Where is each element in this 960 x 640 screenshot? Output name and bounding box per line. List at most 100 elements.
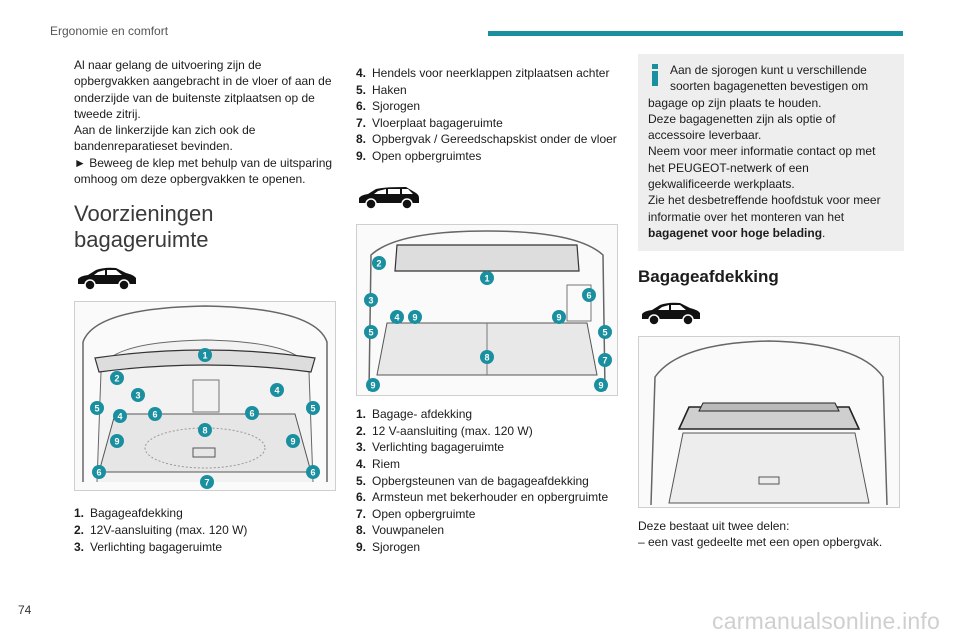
callout-badge: 9 [110,434,124,449]
callout-badge: 3 [131,388,145,403]
callout-badge: 2 [372,256,386,271]
svg-text:8: 8 [202,426,207,436]
list-item: 5.Haken [356,82,407,97]
callout-badge: 6 [306,465,320,480]
callout-badge: 6 [148,407,162,422]
cover-illustration [638,335,900,508]
list-item: 2.12V-aansluiting (max. 120 W) [74,522,248,537]
info-text: bagage op zijn plaats te houden. [648,95,822,110]
info-bold-term: bagagenet voor hoge belading [648,225,823,240]
callout-badge: 5 [598,325,612,340]
section-heading-bagageafdekking: Bagageafdekking [638,267,779,287]
trunk-drawing [368,230,606,392]
info-text: Zie het desbetreffende hoofdstuk voor me… [648,193,881,240]
svg-text:4: 4 [117,412,122,422]
trunk-illustration-suv: 1 2 3 4 4 5 5 6 6 6 6 7 8 9 9 [74,301,336,492]
column-middle: 4.Hendels voor neerklappen zitplaatsen a… [356,65,618,556]
svg-text:5: 5 [368,328,373,338]
svg-text:8: 8 [484,353,489,363]
svg-text:9: 9 [412,313,417,323]
svg-text:4: 4 [274,386,279,396]
svg-text:6: 6 [310,468,315,478]
svg-text:2: 2 [114,374,119,384]
cover-drawing [650,339,888,505]
intro-instruction: ► Beweeg de klep met behulp van de uitsp… [74,155,333,187]
list-item: 7.Vloerplaat bagageruimte [356,115,503,130]
callout-badge: 7 [598,353,612,368]
svg-text:9: 9 [114,437,119,447]
svg-text:7: 7 [602,356,607,366]
info-text: Neem voor meer informatie contact op met… [648,144,876,192]
info-text-first: Aan de sjorogen kunt u verschillende soo… [670,63,869,94]
callout-badge: 8 [198,423,212,438]
page-number: 74 [18,603,32,617]
legend-list-part2: 4.Hendels voor neerklappen zitplaatsen a… [356,65,618,164]
heading-line: bagageruimte [74,227,209,253]
list-item: 8.Opbergvak / Gereedschapskist onder de … [356,132,617,147]
svg-text:3: 3 [135,391,140,401]
callout-badge: 8 [480,350,494,365]
list-item: 1.Bagage- afdekking [356,407,473,422]
svg-text:3: 3 [368,296,373,306]
svg-text:5: 5 [94,404,99,414]
callout-badge: 5 [364,325,378,340]
column-right: Aan de sjorogen kunt u verschillende soo… [638,54,904,550]
callout-badges: 1 2 3 4 4 5 5 6 6 6 6 7 8 9 9 [90,348,320,490]
description-text: Deze bestaat uit twee delen: [638,518,790,533]
svg-text:9: 9 [556,313,561,323]
list-item: 6.Sjorogen [356,99,421,114]
info-box: Aan de sjorogen kunt u verschillende soo… [638,54,904,252]
callout-badge: 3 [364,293,378,308]
svg-text:1: 1 [202,351,207,361]
intro-paragraph: Aan de linkerzijde kan zich ook de bande… [74,123,256,154]
list-item: 3.Verlichting bagageruimte [356,440,505,455]
legend-list-part1: 1.Bagageafdekking 2.12V-aansluiting (max… [74,505,336,554]
car-suv-icon [78,268,136,292]
callout-badge: 5 [306,401,320,416]
svg-text:6: 6 [96,468,101,478]
callout-badge: 4 [113,409,127,424]
list-item: 2.12 V-aansluiting (max. 120 W) [356,423,533,438]
callout-badge: 2 [110,371,124,386]
intro-text: Al naar gelang de uitvoering zijn de opb… [74,57,336,187]
svg-text:2: 2 [376,259,381,269]
callout-badge: 7 [200,475,214,490]
callout-badge: 1 [198,348,212,363]
legend-list-estate: 1.Bagage- afdekking 2.12 V-aansluiting (… [356,406,618,555]
heading-line: Voorzieningen [74,201,214,227]
cover-description: Deze bestaat uit twee delen: – een vast … [638,518,904,551]
header-accent-bar [488,31,903,36]
callout-badge: 4 [270,383,284,398]
callout-badge: 5 [90,401,104,416]
svg-text:5: 5 [310,404,315,414]
svg-text:7: 7 [204,478,209,488]
callout-badge: 6 [582,288,596,303]
callout-badge: 6 [92,465,106,480]
callout-badge: 9 [552,310,566,325]
svg-text:1: 1 [484,274,489,284]
svg-text:6: 6 [249,409,254,419]
svg-text:9: 9 [290,437,295,447]
svg-text:9: 9 [598,381,603,391]
svg-text:9: 9 [370,381,375,391]
list-item: 3.Verlichting bagageruimte [74,539,223,554]
section-heading-voorzieningen: Voorzieningen bagageruimte [74,201,336,253]
callout-badges: 1 2 3 4 5 5 6 7 8 9 9 9 9 [364,256,612,393]
svg-text:4: 4 [394,313,399,323]
list-item: 1.Bagageafdekking [74,506,183,521]
list-item: 4.Hendels voor neerklappen zitplaatsen a… [356,66,610,80]
description-text: – een vast gedeelte met een open opbergv… [638,534,883,549]
list-item: 6.Armsteun met bekerhouder en opbergruim… [356,490,609,505]
info-text: Deze bagagenetten zijn als optie of acce… [648,111,836,143]
intro-paragraph: Al naar gelang de uitvoering zijn de opb… [74,58,332,121]
page-header-section: Ergonomie en comfort [50,24,169,38]
callout-badge: 6 [245,406,259,421]
trunk-illustration-estate: 1 2 3 4 5 5 6 7 8 9 9 9 9 [356,224,618,397]
callout-badge: 9 [594,378,608,393]
list-item: 9.Sjorogen [356,540,421,555]
list-item: 8.Vouwpanelen [356,523,445,538]
watermark-text: carmanualsonline.info [712,608,940,634]
car-estate-icon [359,187,419,211]
car-suv-icon [642,302,700,326]
list-item: 7.Open opbergruimte [356,506,476,521]
